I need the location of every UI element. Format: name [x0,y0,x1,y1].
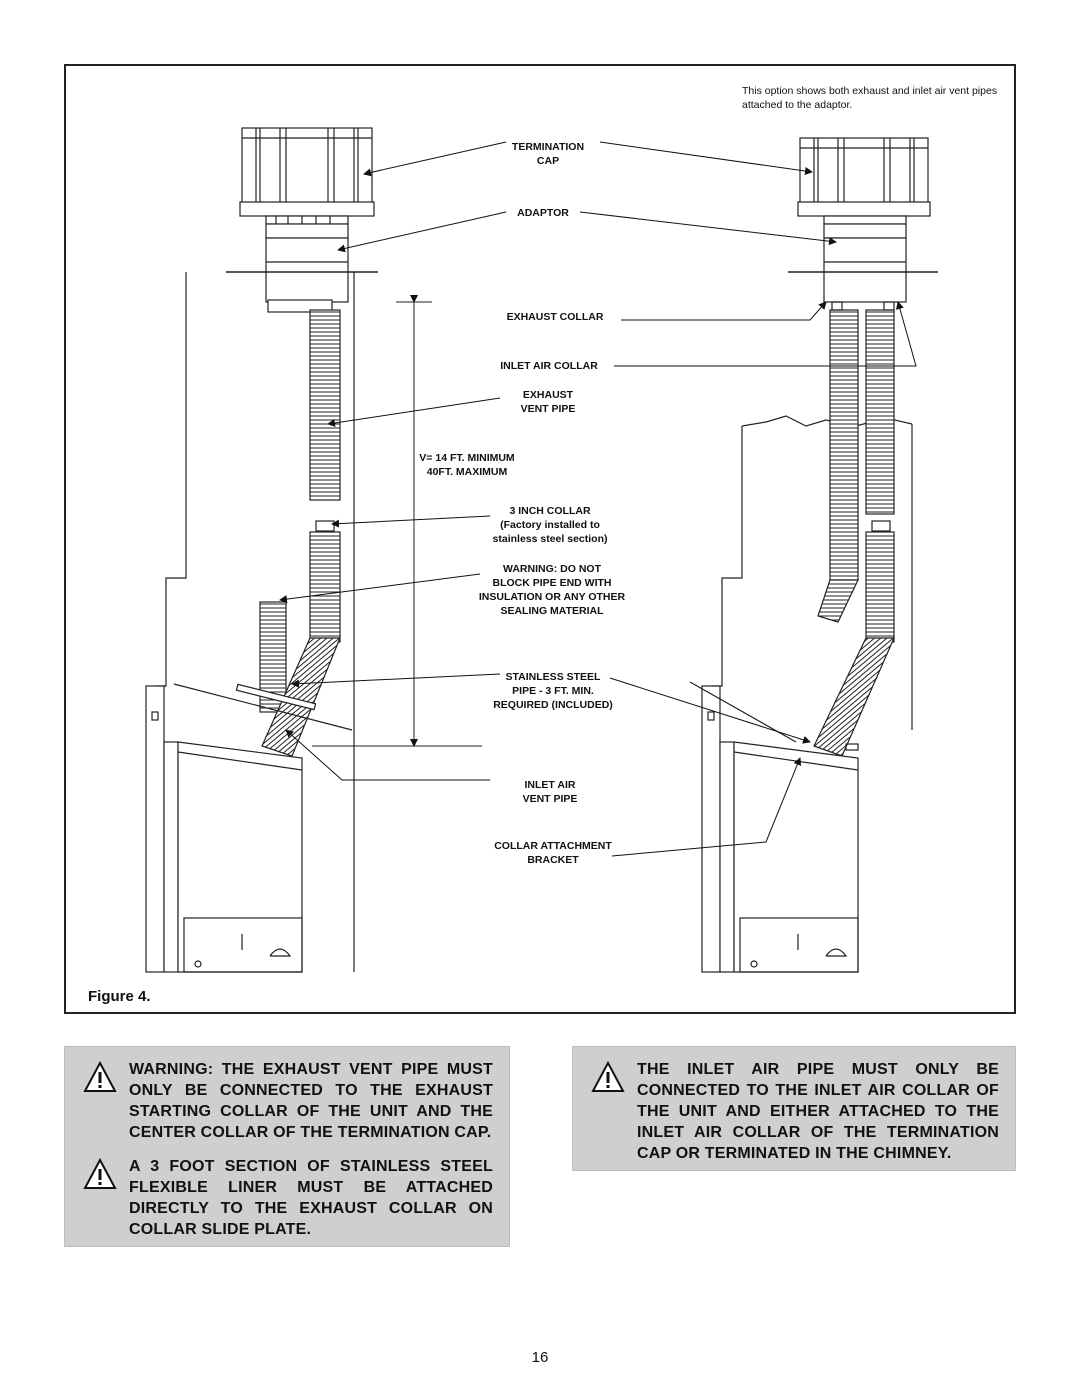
label-v-length: V= 14 FT. MINIMUM 40FT. MAXIMUM [419,452,515,478]
warning-triangle-icon [83,1158,117,1189]
leader-lines [279,141,917,857]
left-adaptor [265,223,349,313]
figure-frame: This option shows both exhaust and inlet… [64,64,1016,1014]
figure-caption: Figure 4. [88,988,151,1005]
venting-diagram [145,127,938,973]
warning-box-right: THE INLET AIR PIPE MUST ONLY BE CONNECTE… [572,1046,1016,1171]
warning-text: THE INLET AIR PIPE MUST ONLY BE CONNECTE… [637,1061,999,1162]
label-adaptor: ADAPTOR [517,207,569,219]
warning-item: WARNING: THE EXHAUST VENT PIPE MUST ONLY… [75,1059,493,1143]
label-exhaust-collar: EXHAUST COLLAR [506,311,604,323]
left-assembly [145,127,482,973]
label-termination-cap: TERMINATION CAP [511,141,585,167]
right-assembly [689,137,938,973]
warning-item: THE INLET AIR PIPE MUST ONLY BE CONNECTE… [583,1059,999,1164]
warning-text: A 3 FOOT SECTION OF STAINLESS STEEL FLEX… [129,1158,493,1238]
label-inlet-air-vent-pipe: INLET AIR VENT PIPE [522,779,578,805]
label-stainless-pipe: STAINLESS STEEL PIPE - 3 FT. MIN. REQUIR… [493,671,613,711]
label-collar-bracket: COLLAR ATTACHMENT BRACKET [494,840,612,866]
right-adaptor [823,223,907,303]
warning-text: WARNING: THE EXHAUST VENT PIPE MUST ONLY… [129,1061,493,1141]
label-warning-block: WARNING: DO NOT BLOCK PIPE END WITH INSU… [478,563,626,617]
warning-box-left: WARNING: THE EXHAUST VENT PIPE MUST ONLY… [64,1046,510,1247]
page-number: 16 [531,1349,549,1366]
label-inlet-air-collar: INLET AIR COLLAR [500,360,598,372]
left-termination-cap [239,127,375,225]
label-three-inch-collar: 3 INCH COLLAR (Factory installed to stai… [492,505,608,545]
right-termination-cap [797,137,931,225]
warning-triangle-icon [83,1061,117,1092]
label-exhaust-vent-pipe: EXHAUST VENT PIPE [520,389,576,415]
left-stove [145,685,303,973]
warning-item: A 3 FOOT SECTION OF STAINLESS STEEL FLEX… [75,1156,493,1240]
warning-triangle-icon [591,1061,625,1092]
figure-note: This option shows both exhaust and inlet… [742,85,998,111]
